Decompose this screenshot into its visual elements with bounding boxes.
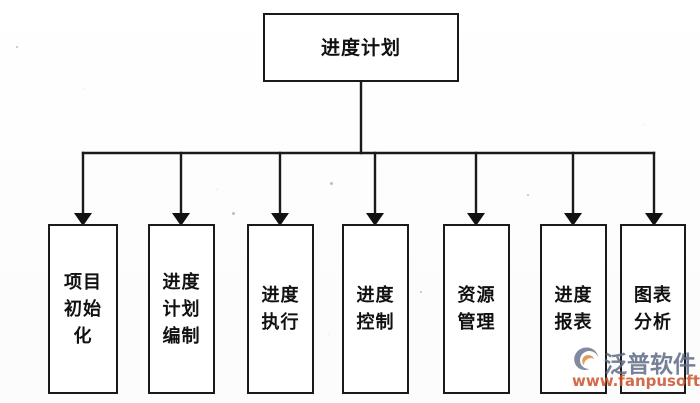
node-label: 资源管理	[457, 285, 496, 333]
node-schedule-execution[interactable]: 进度执行	[247, 224, 314, 394]
scan-speck	[330, 182, 333, 185]
node-schedule-report[interactable]: 进度报表	[540, 224, 607, 394]
scan-speck	[527, 194, 529, 196]
node-schedule-control[interactable]: 进度控制	[342, 224, 409, 394]
arrowhead-2	[172, 213, 190, 226]
arrowhead-1	[74, 213, 92, 226]
scan-speck	[16, 46, 18, 48]
node-label: 项目初始化	[64, 271, 102, 347]
node-label: 进度执行	[261, 285, 300, 333]
root-node-label: 进度计划	[320, 36, 401, 59]
arrowhead-6	[564, 213, 582, 226]
arrowhead-3	[271, 213, 289, 226]
node-project-initialization[interactable]: 项目初始化	[48, 224, 118, 394]
node-label: 进度计划编制	[162, 271, 201, 347]
scan-speck	[420, 291, 422, 293]
arrowhead-5	[467, 213, 485, 226]
node-label: 进度控制	[356, 285, 395, 333]
arrowhead-7	[645, 213, 663, 226]
scan-speck	[232, 212, 235, 215]
node-resource-management[interactable]: 资源管理	[443, 224, 510, 394]
node-label: 进度报表	[554, 285, 593, 333]
node-label: 图表分析	[634, 285, 672, 333]
node-schedule-planning[interactable]: 进度计划编制	[148, 224, 215, 394]
root-node-schedule-plan[interactable]: 进度计划	[263, 13, 459, 82]
arrowhead-4	[366, 213, 384, 226]
node-chart-analysis[interactable]: 图表分析	[620, 224, 686, 394]
